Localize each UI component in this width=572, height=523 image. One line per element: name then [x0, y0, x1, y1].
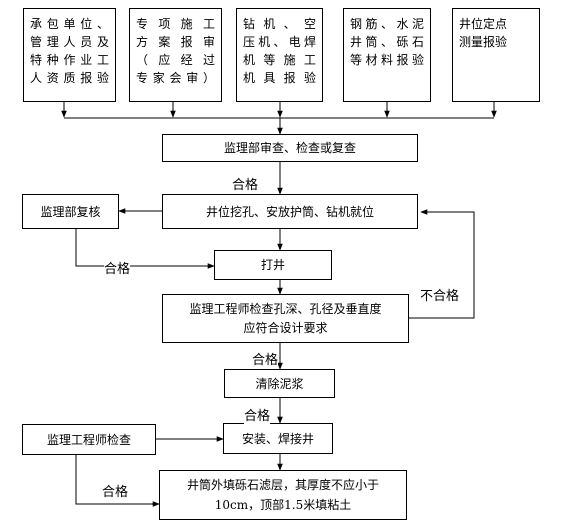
step-review: 监理部审查、检查或复查 [162, 134, 418, 162]
step-fill: 井筒外填砾石滤层，其厚度不应小于 10cm，顶部1.5米填粘土 [159, 470, 407, 520]
step-drill: 井位挖孔、安放护筒、钻机就位 [162, 194, 418, 229]
side-recheck: 监理部复核 [22, 194, 119, 229]
label-pass-engineer: 合格 [102, 485, 129, 500]
top-box-special-plan: 专项施工 方案报审 （应经过 专家会审） [129, 8, 222, 102]
top-box-materials: 钢筋、水泥 井筒、砾石 等材料报验 [343, 8, 431, 102]
side-engineer: 监理工程师检查 [22, 424, 156, 455]
step-bore: 打井 [214, 250, 332, 280]
label-pass-review: 合格 [232, 178, 259, 193]
step-clear: 清除泥浆 [224, 369, 335, 398]
label-pass-check: 合格 [252, 353, 279, 368]
top-box-contractor: 承包单位、 管理人员及 特种作业工 人资质报验 [23, 8, 116, 102]
connector-line [75, 229, 215, 269]
top-box-well-location: 井位定点 测量报验 [452, 8, 540, 102]
connector-line [409, 209, 475, 319]
label-pass-recheck: 合格 [104, 262, 131, 277]
step-install: 安装、焊接井 [223, 423, 333, 454]
label-pass-clear: 合格 [244, 409, 271, 424]
label-fail: 不合格 [420, 289, 460, 304]
connector-line [75, 455, 160, 507]
top-box-equipment: 钻机、空 压机、电焊 机等施工 机具报验 [236, 8, 323, 102]
step-check: 监理工程师检查孔深、孔径及垂直度 应符合设计要求 [162, 294, 409, 343]
